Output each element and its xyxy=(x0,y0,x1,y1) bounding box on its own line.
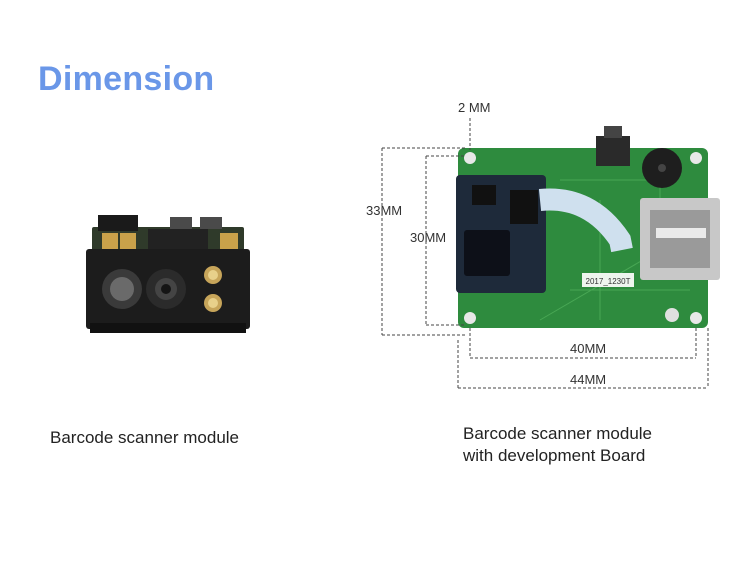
board-caption-line2: with development Board xyxy=(463,446,646,465)
dim-2mm: 2 MM xyxy=(458,100,491,115)
dim-30mm: 30MM xyxy=(410,230,446,245)
dim-40mm: 40MM xyxy=(570,341,606,356)
board-caption-line1: Barcode scanner module xyxy=(463,424,653,443)
dev-board-image: 2017_1230T 2 MM 33MM 30MM 40MM 44MM xyxy=(366,100,720,389)
module-caption: Barcode scanner module xyxy=(50,428,240,447)
board-label: 2017_1230T xyxy=(586,277,631,286)
board-caption: Barcode scanner module with development … xyxy=(463,423,652,467)
dim-33mm: 33MM xyxy=(366,203,402,218)
page-title: Dimension xyxy=(38,60,215,98)
scanner-module-image xyxy=(86,215,250,333)
dim-44mm: 44MM xyxy=(570,372,606,387)
